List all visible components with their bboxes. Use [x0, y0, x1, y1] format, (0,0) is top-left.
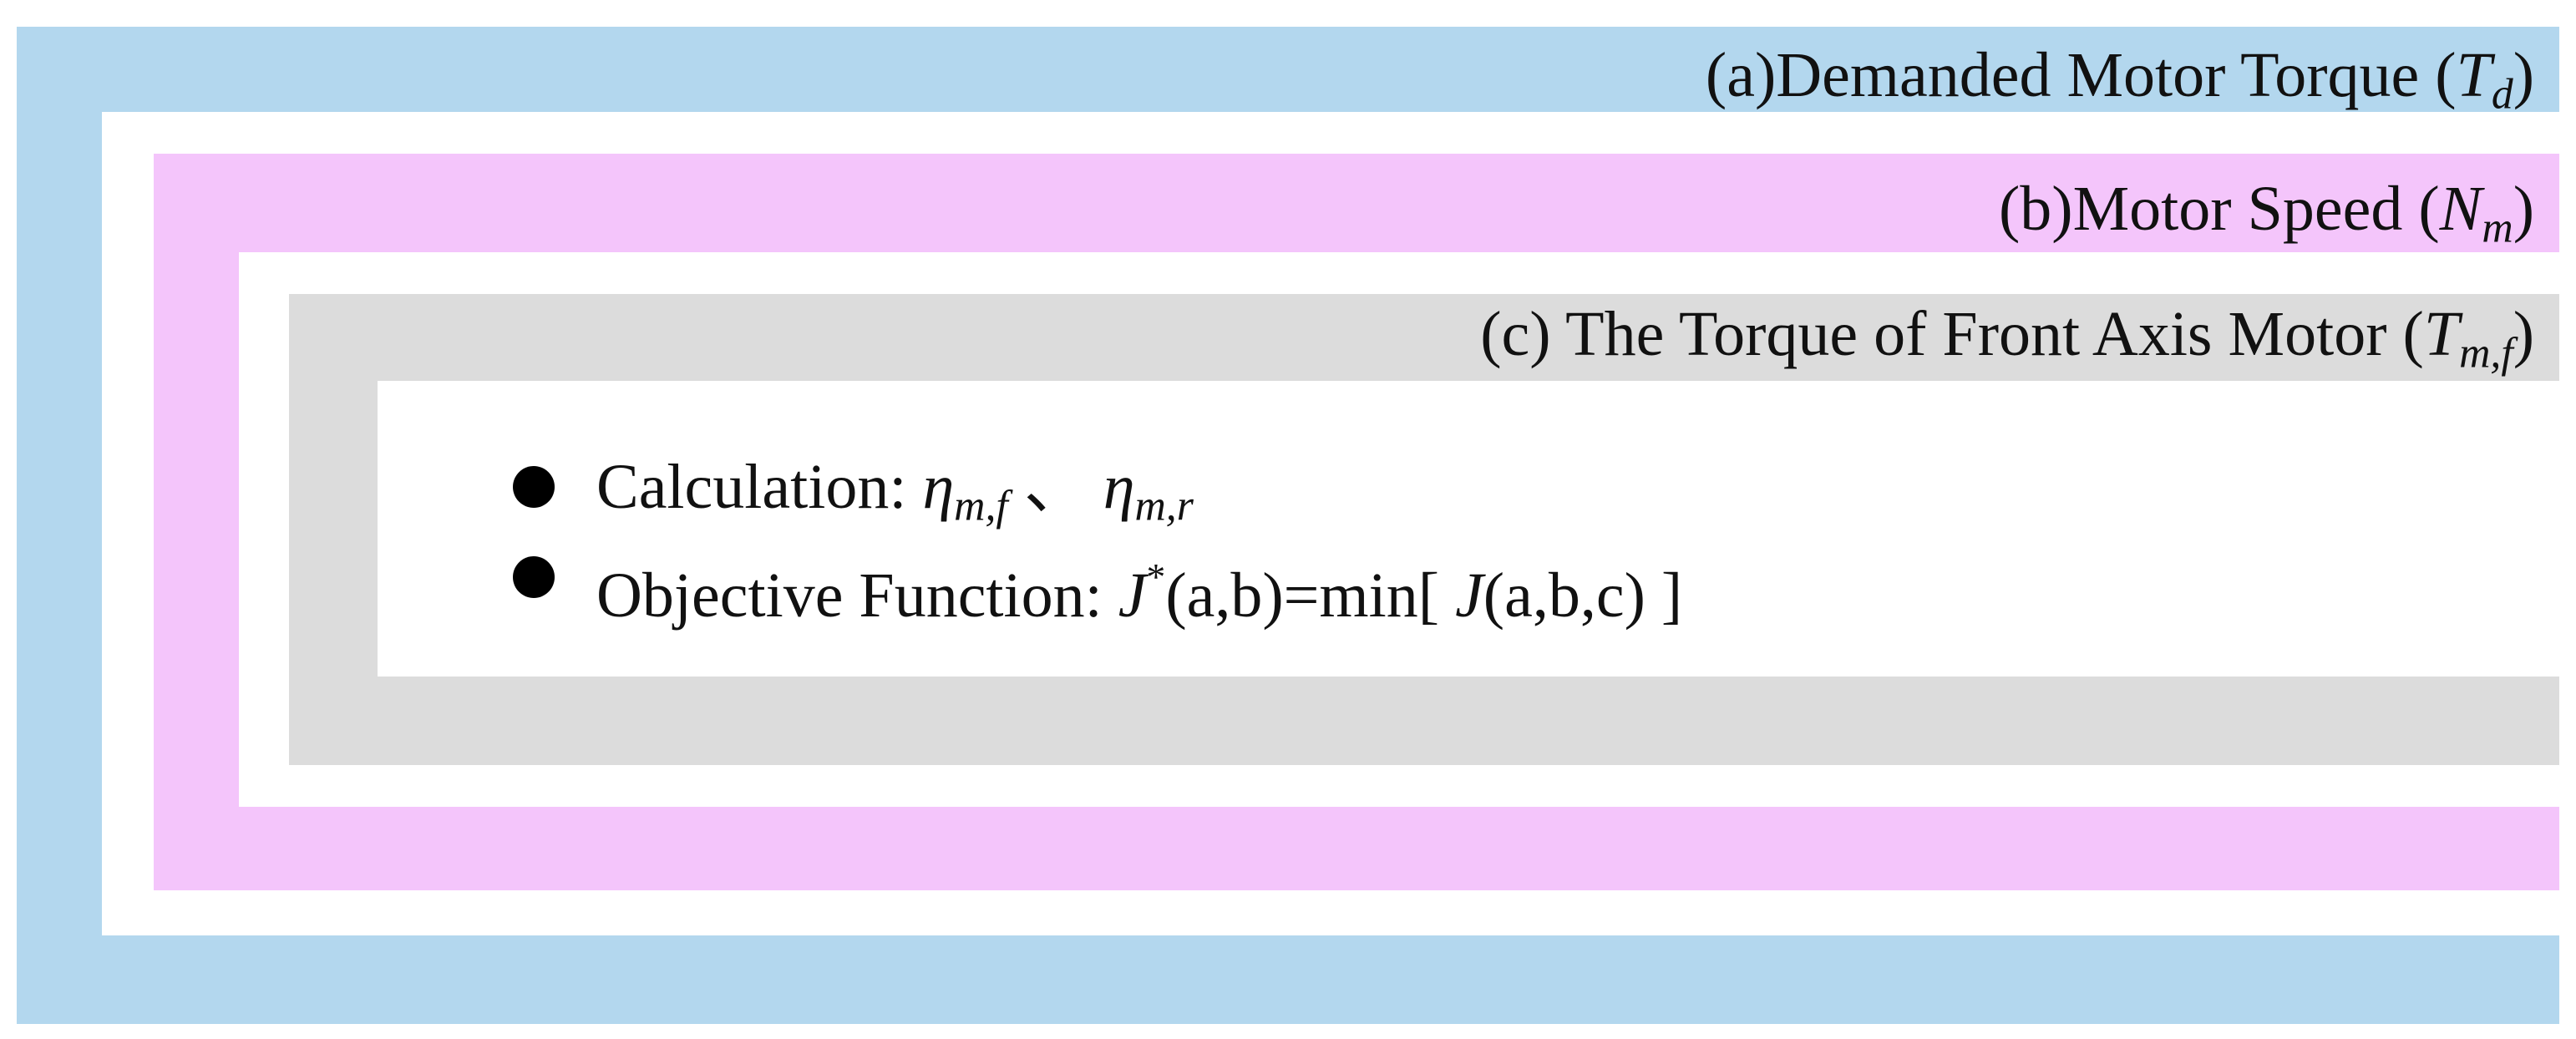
layer-b-label-suffix: ) [2513, 174, 2534, 244]
objective-label: Objective Function: [596, 560, 1118, 631]
layer-c-content-area [378, 381, 2559, 677]
layer-b-label-sub: m [2482, 204, 2513, 252]
layer-a-label-sub: d [2491, 70, 2513, 119]
eta-front-sub: m,f [954, 482, 1008, 530]
layer-b-label: (b)Motor Speed (Nm) [1999, 177, 2534, 250]
layer-c-label-sub: m,f [2459, 329, 2513, 378]
j-star-symbol: J [1118, 560, 1147, 631]
bullet-list: Calculation: ηm,f 、 ηm,r Objective Funct… [513, 451, 1682, 631]
layer-c-label-suffix: ) [2513, 299, 2534, 369]
bullet-dot-icon [513, 556, 555, 598]
eta-front-symbol: η [922, 452, 955, 522]
j-star-sup: * [1146, 555, 1166, 598]
eta-rear-sub: m,r [1134, 482, 1194, 530]
layer-c-label: (c) The Torque of Front Axis Motor (Tm,f… [1480, 302, 2534, 375]
objective-mid: (a,b)=min[ [1165, 560, 1456, 631]
calculation-separator: 、 [1007, 452, 1103, 522]
eta-rear-symbol: η [1103, 452, 1135, 522]
bullet-dot-icon [513, 466, 555, 508]
layer-b-label-var: N [2439, 174, 2482, 244]
layer-b-label-prefix: (b)Motor Speed ( [1998, 174, 2440, 244]
bullet-objective: Objective Function: J*(a,b)=min[ J(a,b,c… [513, 541, 1682, 631]
j-symbol: J [1455, 560, 1483, 631]
layer-a-label: (a)Demanded Motor Torque (Td) [1706, 43, 2534, 116]
layer-a-label-var: T [2456, 40, 2492, 110]
calculation-label: Calculation: [596, 452, 923, 522]
bullet-calculation: Calculation: ηm,f 、 ηm,r [513, 451, 1682, 541]
layer-c-label-var: T [2423, 299, 2460, 369]
layer-a-label-suffix: ) [2513, 40, 2534, 110]
objective-end: (a,b,c) ] [1483, 560, 1683, 631]
layer-c-label-prefix: (c) The Torque of Front Axis Motor ( [1480, 299, 2424, 369]
layer-a-label-prefix: (a)Demanded Motor Torque ( [1705, 40, 2457, 110]
